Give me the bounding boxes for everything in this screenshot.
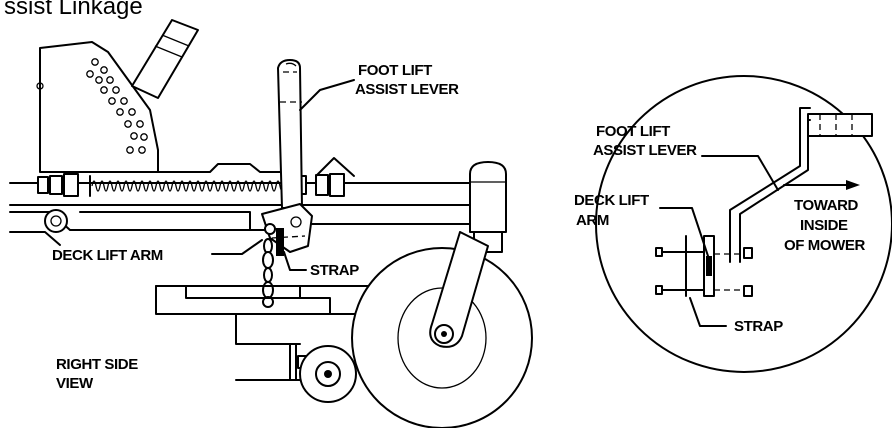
fender-plate <box>39 41 159 173</box>
detail-strap-label: STRAP <box>734 318 783 335</box>
detail-deck-lift-line2: ARM <box>576 212 609 229</box>
detail-leader-deck-lift <box>659 207 709 257</box>
mower-side-view <box>9 19 533 428</box>
detail-view <box>595 75 892 373</box>
leader-deck-lift-arm <box>211 239 263 255</box>
detail-foot-lift-line2: ASSIST LEVER <box>593 142 697 159</box>
deck-lift-arm <box>261 203 313 253</box>
deck-lift-arm-label: DECK LIFT ARM <box>52 247 163 264</box>
detail-leader-strap <box>689 297 727 327</box>
toward-line1: TOWARD <box>794 197 859 214</box>
toward-line2: INSIDE <box>800 217 848 234</box>
leader-strap <box>283 251 307 271</box>
detail-bolts <box>655 247 753 297</box>
caster-housing <box>469 161 507 253</box>
detail-circle <box>595 75 892 373</box>
detail-deck-lift-arm <box>703 235 744 297</box>
detail-lever <box>729 107 811 263</box>
leader-foot-lift <box>299 79 355 111</box>
foot-lift-assist-lever <box>277 59 303 209</box>
cut-height-handle <box>131 19 199 99</box>
frame-tube <box>9 182 471 206</box>
detail-leader-foot-lift <box>701 155 779 191</box>
assist-spring <box>89 175 291 197</box>
detail-deck-lift-line1: DECK LIFT <box>574 192 649 209</box>
rod-nuts-right <box>293 173 345 197</box>
view-label-line2: VIEW <box>56 375 94 392</box>
adjustment-holes <box>86 58 148 154</box>
strap-label: STRAP <box>310 262 359 279</box>
strap <box>276 228 284 256</box>
rod-nuts-left <box>37 173 79 197</box>
pivot-bracket <box>315 157 355 177</box>
lift-chain <box>262 238 274 308</box>
anti-scalp-roller <box>299 345 357 403</box>
caster-wheel <box>351 231 533 428</box>
heading-fragment: ssist Linkage <box>4 0 143 20</box>
toward-line3: OF MOWER <box>784 237 866 254</box>
direction-arrow <box>783 180 860 190</box>
foot-lift-label-line2: ASSIST LEVER <box>355 81 459 98</box>
detail-foot-lift-line1: FOOT LIFT <box>596 123 670 140</box>
detail-pedal <box>807 113 873 137</box>
foot-lift-label-line1: FOOT LIFT <box>358 62 432 79</box>
view-label-line1: RIGHT SIDE <box>56 356 138 373</box>
